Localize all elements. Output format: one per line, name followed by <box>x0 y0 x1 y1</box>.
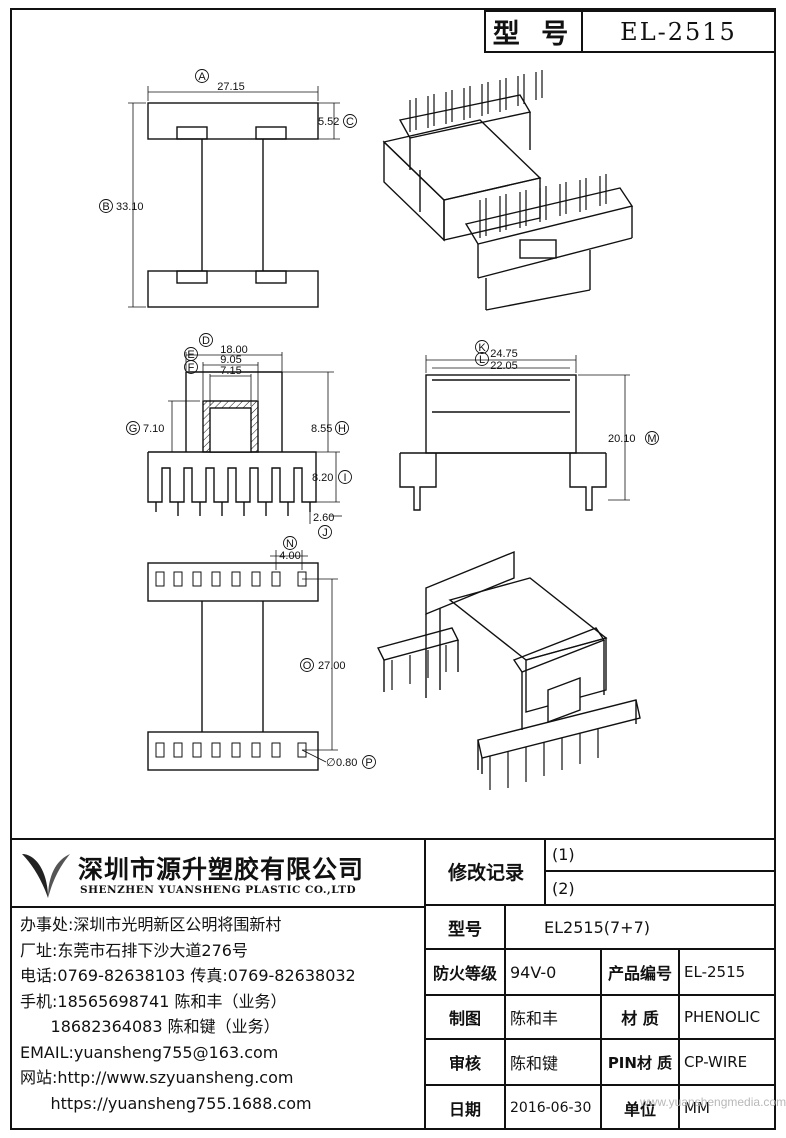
dim-m: 20.10 <box>608 433 636 445</box>
product-no-label: 产品编号 <box>607 964 672 983</box>
iso-view-top <box>382 70 634 311</box>
dim-c: 5.52 <box>318 116 339 128</box>
pin-material-value: CP-WIRE <box>684 1053 748 1071</box>
dim-d: 18.00 <box>220 344 248 356</box>
contact-website-2: https://yuansheng755.1688.com <box>20 1093 312 1113</box>
contact-factory: 厂址:东莞市石排下沙大道276号 <box>20 940 248 960</box>
callout-c: C <box>346 116 354 128</box>
callout-d: D <box>202 335 210 347</box>
header-model-label: 型 号 <box>486 12 583 51</box>
model-label: 型号 <box>448 919 482 940</box>
bottom-view <box>147 550 338 771</box>
contact-mobile-1: 手机:18565698741 陈和丰（业务） <box>20 991 287 1011</box>
iso-view-bottom <box>376 550 641 790</box>
reviewed-by-label: 审核 <box>448 1054 481 1073</box>
callout-f: F <box>188 362 195 374</box>
company-logo-icon <box>22 854 70 898</box>
dim-p-prefix: ∅ <box>326 757 336 769</box>
dim-j: 2.60 <box>313 512 334 524</box>
dim-a: 27.15 <box>217 81 245 93</box>
callouts <box>99 69 659 769</box>
dim-n: 4.00 <box>279 550 300 562</box>
revision-1: (1) <box>552 844 575 864</box>
date-value: 2016-06-30 <box>510 1100 592 1116</box>
callout-j: J <box>322 527 328 539</box>
callout-k: K <box>478 342 486 354</box>
dim-i: 8.20 <box>312 472 333 484</box>
drawing-frame <box>10 8 776 1130</box>
dim-k: 24.75 <box>490 348 518 360</box>
contact-mobile-2: 18682364083 陈和键（业务） <box>20 1017 280 1036</box>
dim-f: 7.15 <box>220 365 241 377</box>
dim-p: 0.80 <box>336 757 357 769</box>
contact-block: 办事处:深圳市光明新区公明将围新村 厂址:东莞市石排下沙大道276号 电话:07… <box>20 912 424 1116</box>
contact-phone: 电话:0769-82638103 传真:0769-82638032 <box>20 966 356 985</box>
header-model-box: 型 号 EL-2515 <box>484 10 776 53</box>
callout-o: O <box>303 660 312 672</box>
revision-2: (2) <box>552 878 575 898</box>
fire-rating-label: 防火等级 <box>432 964 497 983</box>
contact-email: EMAIL:yuansheng755@163.com <box>20 1042 279 1062</box>
fire-rating-value: 94V-0 <box>510 962 557 982</box>
dimension-values: 27.15 33.10 5.52 18.00 9.05 7.15 7.10 8.… <box>116 81 636 769</box>
drawn-by-value: 陈和丰 <box>510 1009 559 1028</box>
unit-value: MM <box>684 1099 710 1117</box>
company-name-en: SHENZHEN YUANSHENG PLASTIC CO.,LTD <box>80 884 357 896</box>
top-view <box>128 86 340 308</box>
material-value: PHENOLIC <box>684 1008 761 1026</box>
unit-label: 单位 <box>623 1100 656 1119</box>
callout-p: P <box>365 757 372 769</box>
reviewed-by-value: 陈和键 <box>510 1054 559 1073</box>
callout-n: N <box>286 538 294 550</box>
watermark: www.yuanshengmedia.com <box>640 1095 786 1109</box>
dim-h: 8.55 <box>311 423 332 435</box>
date-label: 日期 <box>448 1100 481 1119</box>
model-value: EL2515(7+7) <box>544 917 650 937</box>
product-no-value: EL-2515 <box>684 963 746 981</box>
callout-l: L <box>479 354 485 366</box>
company-name-cn: 深圳市源升塑胶有限公司 <box>78 855 365 884</box>
dim-b: 33.10 <box>116 201 144 213</box>
callout-b: B <box>102 201 109 213</box>
callout-m: M <box>647 433 656 445</box>
contact-office: 办事处:深圳市光明新区公明将围新村 <box>20 915 282 934</box>
side-view <box>399 355 630 511</box>
callout-h: H <box>338 423 346 435</box>
callout-e: E <box>187 349 194 361</box>
title-block <box>10 838 776 1130</box>
callout-a: A <box>198 71 206 83</box>
header-model-value: EL-2515 <box>620 17 737 46</box>
callout-letters: A B C D E F G H I J K L M N O P <box>102 71 656 769</box>
callout-i: I <box>343 472 346 484</box>
material-label: 材 质 <box>621 1009 659 1028</box>
technical-drawing: A B C D E F G H I J K L M N O P 27.15 33… <box>99 69 659 790</box>
dim-g: 7.10 <box>143 423 164 435</box>
dim-e: 9.05 <box>220 354 241 366</box>
title-grid: 修改记录 (1) (2) 型号 EL2515(7+7) 防火等级 94V-0 产… <box>424 838 776 1130</box>
front-view <box>147 352 342 524</box>
callout-g: G <box>129 423 138 435</box>
contact-website: 网站:http://www.szyuansheng.com <box>20 1068 294 1087</box>
dim-o: 27.00 <box>318 660 346 672</box>
pin-material-label: PIN材 质 <box>607 1053 673 1072</box>
dim-l: 22.05 <box>490 360 518 372</box>
company-header: 深圳市源升塑胶有限公司 SHENZHEN YUANSHENG PLASTIC C… <box>12 840 424 906</box>
drawn-by-label: 制图 <box>448 1009 481 1028</box>
revision-label: 修改记录 <box>447 861 524 884</box>
